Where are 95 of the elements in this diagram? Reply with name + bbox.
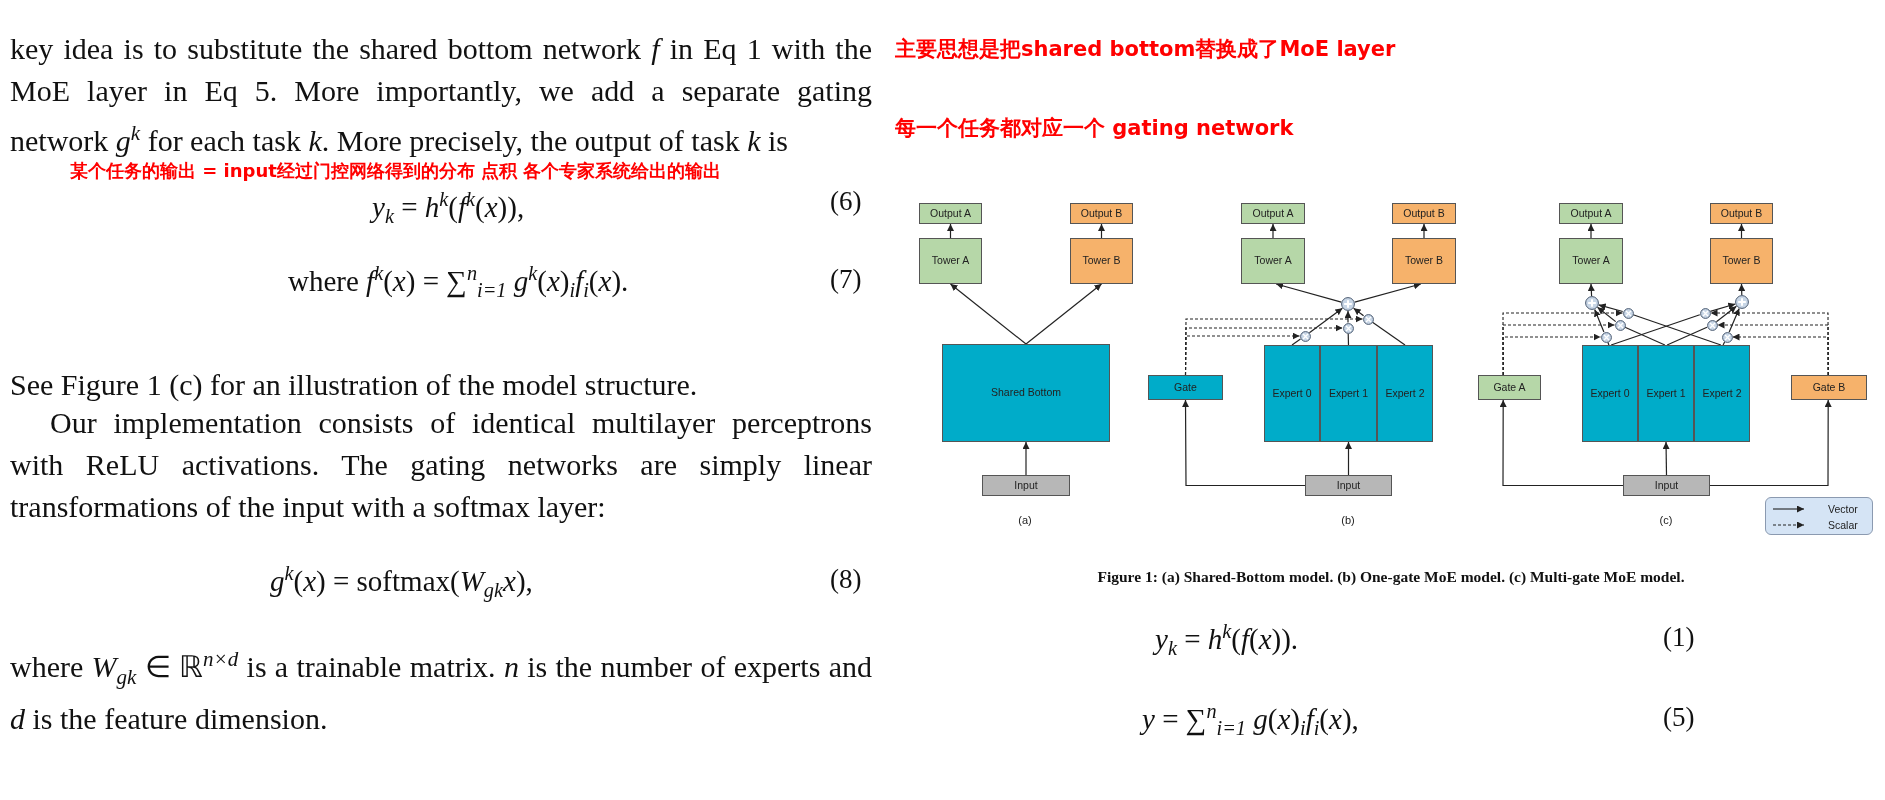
arrow <box>1738 283 1746 296</box>
tower-box: Tower B <box>1070 238 1133 284</box>
arrow <box>1353 307 1365 317</box>
legend-label: Vector <box>1828 503 1858 515</box>
input-box: Input <box>982 475 1070 496</box>
equation-number: (7) <box>830 264 862 295</box>
arrow <box>1025 283 1103 345</box>
arrow <box>1587 283 1595 297</box>
paragraph: Our implementation consists of identical multilayer perceptrons with ReLU activations. The gating networks are simply linear transformations of the input with a softmax layer: <box>10 405 872 525</box>
sum-circle <box>1341 297 1355 311</box>
tower-box: Tower B <box>1392 238 1456 284</box>
multiply-circle <box>1706 319 1718 331</box>
dashed-arrow <box>1502 309 1624 376</box>
output-box: Output B <box>1070 203 1133 224</box>
connector-line <box>1371 321 1406 346</box>
sum-circle <box>1735 295 1749 309</box>
expert-box: Expert 0 <box>1582 345 1638 442</box>
expert-box: Expert 2 <box>1694 345 1750 442</box>
tower-box: Tower A <box>919 238 982 284</box>
output-box: Output A <box>1559 203 1623 224</box>
output-box: Output B <box>1392 203 1456 224</box>
arrow <box>1709 399 1832 487</box>
output-box: Output A <box>919 203 982 224</box>
arrow <box>1022 441 1030 476</box>
multiply-circle <box>1342 322 1354 334</box>
tower-box: Tower A <box>1559 238 1623 284</box>
figure-caption: Figure 1: (a) Shared-Bottom model. (b) One-gate MoE model. (c) Multi-gate MoE model. <box>1097 568 1685 586</box>
arrow <box>1662 441 1670 476</box>
paragraph: See Figure 1 (c) for an illustration of the model structure. <box>10 367 698 403</box>
paragraph: key idea is to substitute the shared bottom network f in Eq 1 with the MoE layer in Eq 5. More importantly, we add a separate gating network g$^{k}$ for each task k. More precisely, the output of task k is <box>10 31 872 159</box>
input-box: Input <box>1623 475 1710 496</box>
equation-number: (1) <box>1663 622 1695 653</box>
multiply-circle <box>1299 330 1311 342</box>
tower-box: Tower A <box>1241 238 1305 284</box>
dashed-arrow <box>1731 333 1829 376</box>
sum-circle <box>1585 296 1599 310</box>
equation: g$^{k}$(x) = softmax(W$_{gk}$x), <box>270 562 533 603</box>
annotation-text: 每一个任务都对应一个 gating network <box>895 117 1294 140</box>
connector-line <box>1607 341 1610 346</box>
arrow <box>1715 305 1737 323</box>
arrow <box>1598 303 1624 313</box>
multiply-circle <box>1622 307 1634 319</box>
panel-label: (a) <box>1018 514 1032 526</box>
arrow <box>1728 307 1740 333</box>
tower-box: Tower B <box>1710 238 1773 284</box>
arrow <box>1499 399 1624 487</box>
arrow <box>1738 223 1745 239</box>
arrow <box>1587 223 1595 239</box>
output-box: Output A <box>1241 203 1305 224</box>
arrow <box>1275 282 1342 303</box>
connector-line <box>1610 314 1701 346</box>
equation-number: (8) <box>830 564 862 595</box>
arrow <box>1596 306 1617 323</box>
multiply-circle <box>1362 313 1374 325</box>
expert-box: Expert 2 <box>1377 345 1433 442</box>
shared-bottom-box: Shared Bottom <box>942 344 1110 442</box>
arrow <box>1354 282 1422 303</box>
output-box: Output B <box>1710 203 1773 224</box>
arrow <box>1308 307 1343 334</box>
arrow <box>1594 308 1605 333</box>
arrow <box>1098 223 1105 239</box>
gate-box: Gate B <box>1791 375 1867 400</box>
expert-box: Expert 1 <box>1320 345 1377 442</box>
multiply-circle <box>1614 319 1626 331</box>
multiply-circle <box>1600 331 1612 343</box>
arrow <box>947 223 954 239</box>
arrow <box>1182 399 1306 487</box>
connector-line <box>1666 326 1708 346</box>
expert-box: Expert 0 <box>1264 345 1320 442</box>
equation: where f$^{k}$(x) = ∑$^{n}$$_{i=1}$ g$^{k}$(x)$_{i}$f$_{i}$(x). <box>288 262 629 303</box>
panel-label: (c) <box>1659 514 1673 526</box>
connector-line <box>1722 341 1726 346</box>
connector-line <box>1632 314 1722 346</box>
arrow <box>949 283 1027 345</box>
arrow <box>1344 310 1352 324</box>
gate-box: Gate <box>1148 375 1223 400</box>
annotation-text: 某个任务的输出 = input经过门控网络得到的分布 点积 各个专家系统给出的输出 <box>70 162 722 181</box>
input-box: Input <box>1305 475 1392 496</box>
annotation-text: 主要思想是把shared bottom替换成了MoE layer <box>895 38 1396 61</box>
legend-label: Scalar <box>1828 519 1858 531</box>
arrow <box>1709 302 1736 312</box>
gate-box: Gate A <box>1478 375 1541 400</box>
equation-number: (5) <box>1663 702 1695 733</box>
connector-line <box>1291 338 1302 346</box>
dashed-arrow <box>1184 315 1364 376</box>
panel-label: (b) <box>1341 514 1355 526</box>
arrow <box>1345 441 1352 476</box>
multiply-circle <box>1699 307 1711 319</box>
expert-box: Expert 1 <box>1638 345 1694 442</box>
connector-line <box>1624 326 1666 346</box>
equation-number: (6) <box>830 186 862 217</box>
arrow <box>1269 223 1277 239</box>
paragraph: where W$_{gk}$ ∈ ℝ$^{n×d}$ is a trainable matrix. n is the number of experts and d is the feature dimension. <box>10 646 872 737</box>
multiply-circle <box>1721 331 1733 343</box>
arrow <box>1420 223 1428 239</box>
